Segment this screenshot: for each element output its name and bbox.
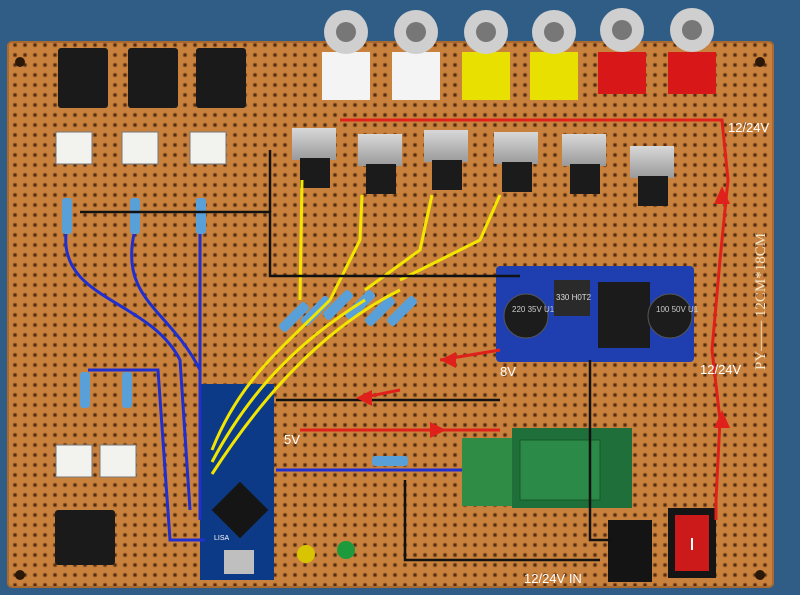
rca-jacks [322,8,716,100]
label-power-top: 12/24V [728,120,770,135]
mosfets [292,128,674,206]
arduino-label: LISA [214,535,230,542]
wires-yellow [210,179,502,475]
rca-jack-yellow-1 [462,10,510,100]
power-input [608,508,716,582]
rca-jack-white-2 [392,10,440,100]
buck-converter: 220 35V U1 100 50V U1 330 H0T2 [496,266,699,362]
current-arrows [356,186,730,438]
inductor-label: 330 H0T2 [556,293,592,302]
optocouplers [55,131,227,478]
wires-black [80,150,612,562]
rca-jack-yellow-2 [530,10,578,100]
resistors [62,198,418,466]
mounting-holes [15,57,765,580]
cap-right-label: 100 50V U1 [656,305,699,314]
label-5v: 5V [284,432,300,447]
wires-blue [64,233,462,542]
board-marking: PY—— 12CM*18CM [753,233,769,370]
label-power-in: 12/24V IN [524,571,582,586]
label-8v: 8V [500,364,516,379]
rca-jack-red-2 [668,8,716,94]
arduino-nano: LISA [200,384,274,580]
rca-jack-red-1 [598,8,646,94]
rca-jack-white-1 [322,10,370,100]
wires-red [300,118,730,520]
bluetooth-module [462,428,632,508]
label-power-mid: 12/24V [700,362,742,377]
audio-jacks [55,48,246,565]
cap-left-label: 220 35V U1 [512,305,555,314]
leds [297,541,355,563]
